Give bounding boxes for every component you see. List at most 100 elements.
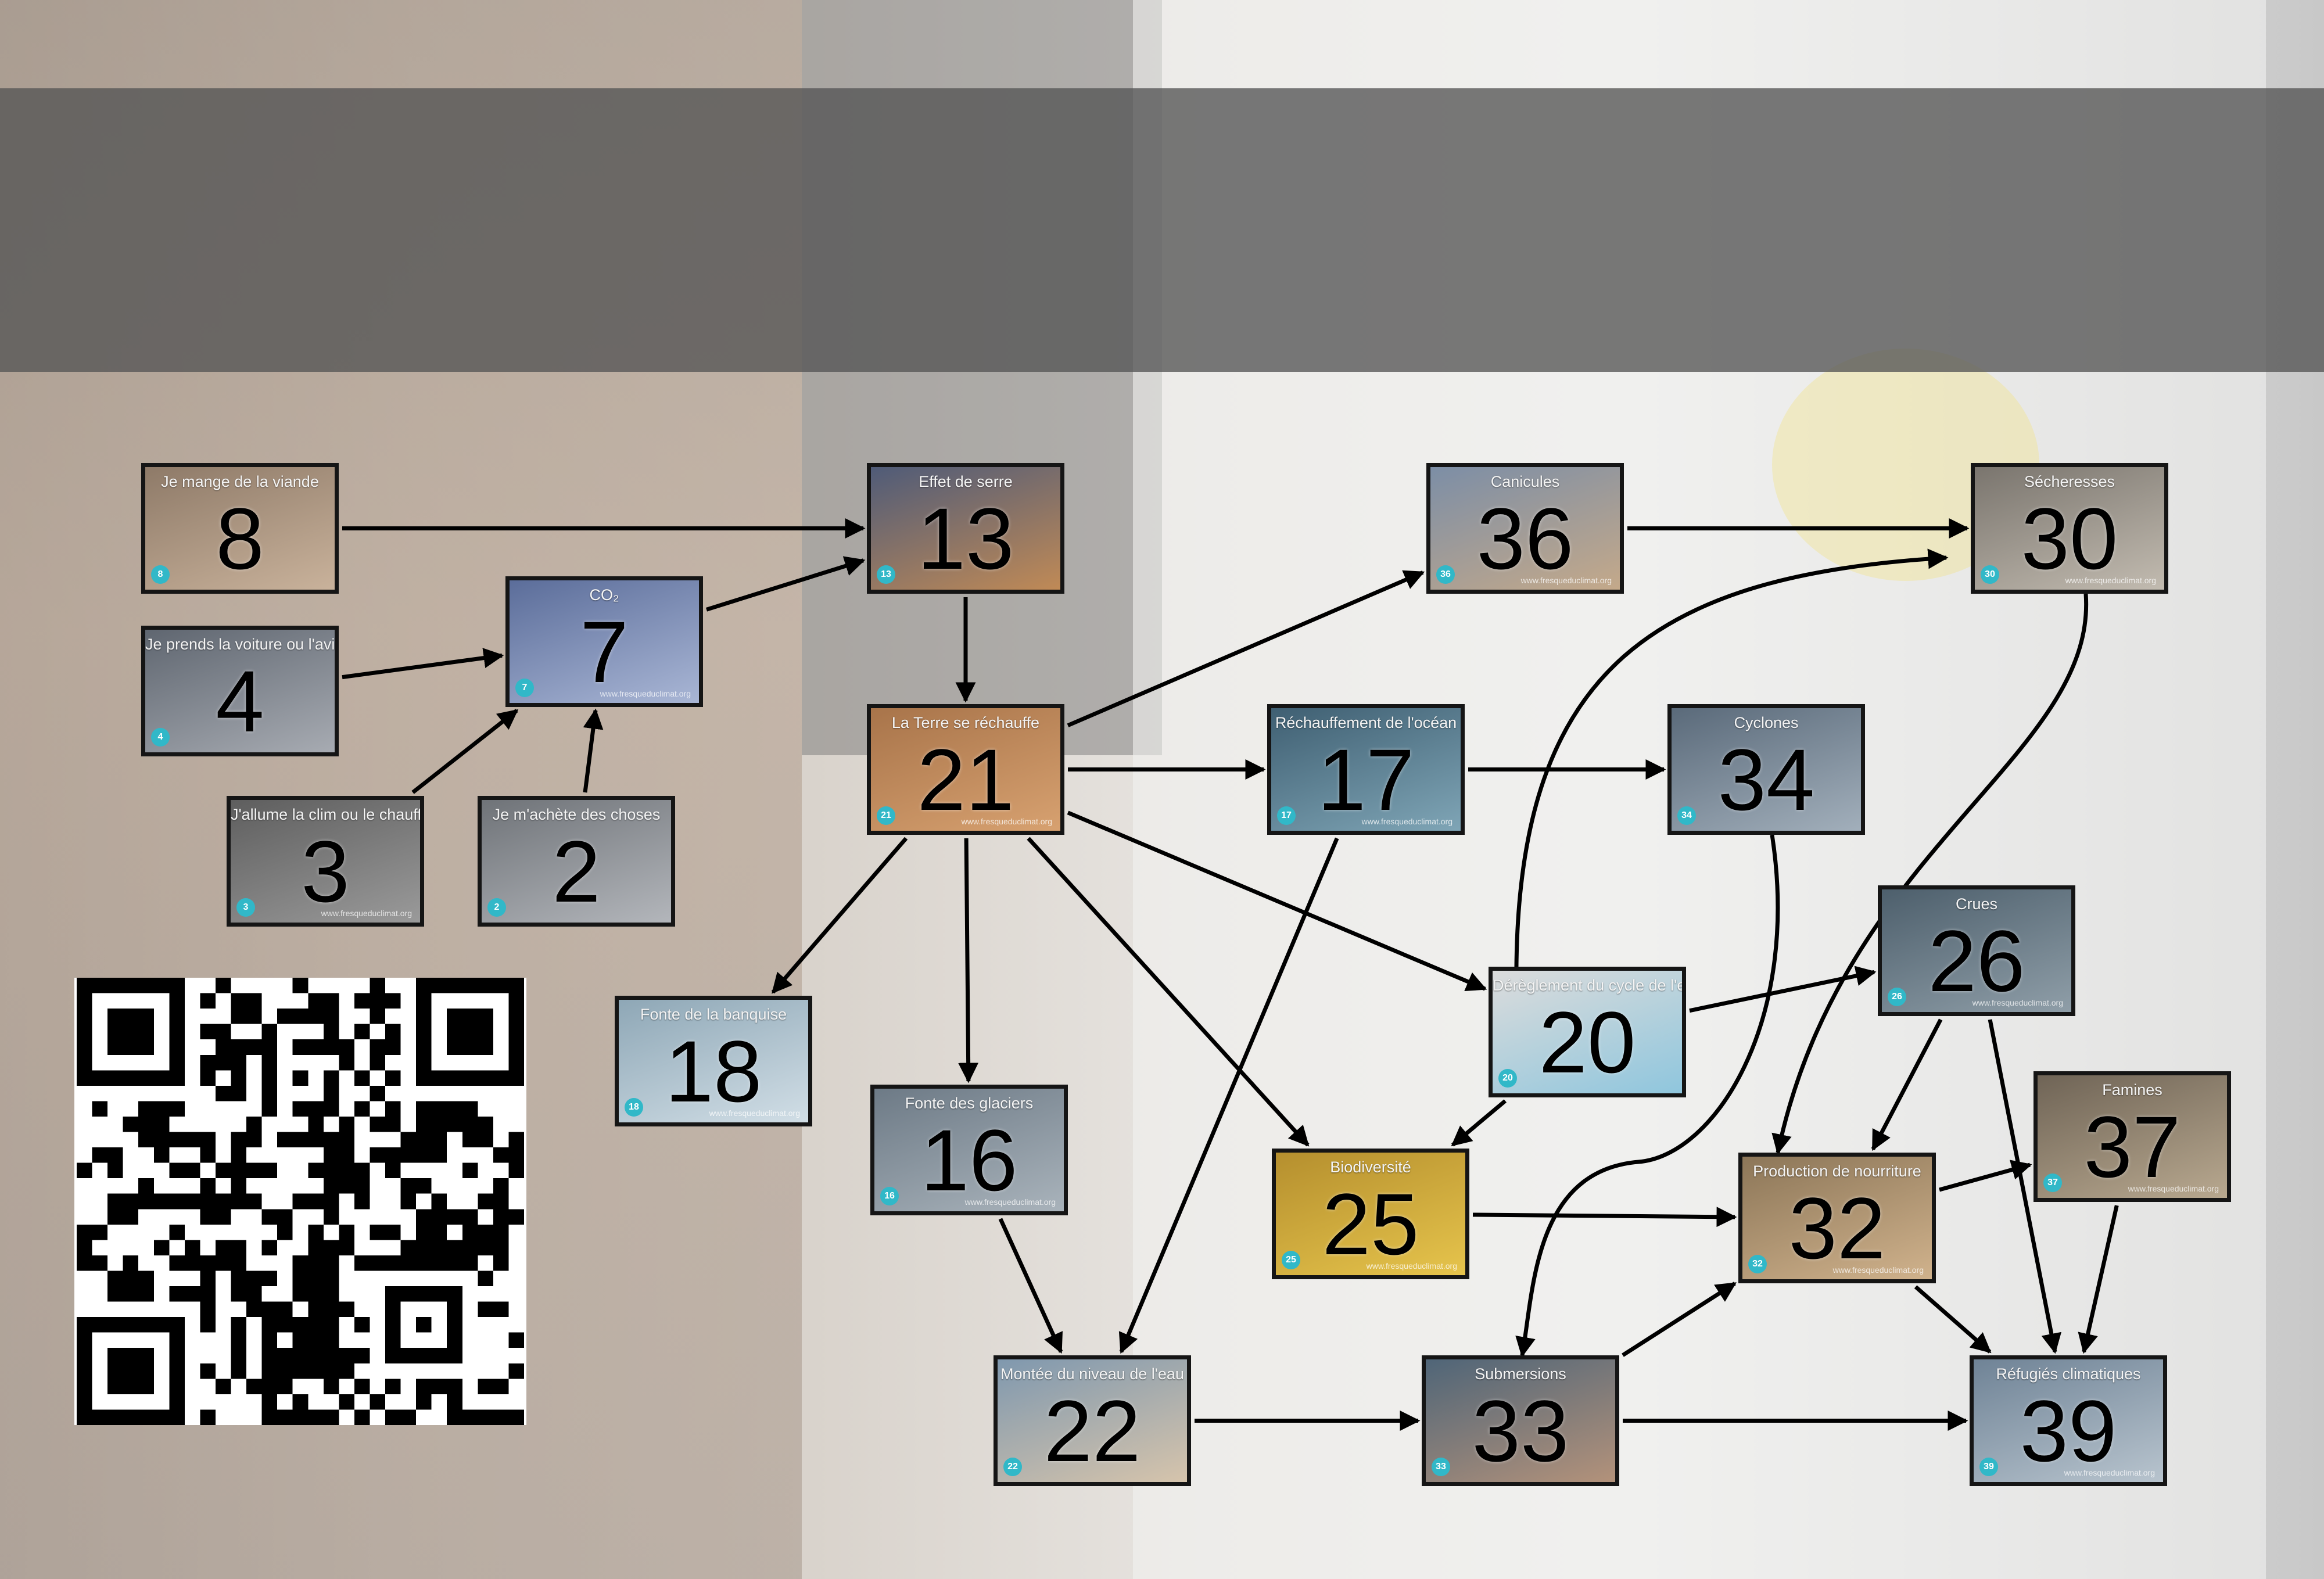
card-number: 21 [917, 731, 1014, 828]
arrow-34-to-33 [1515, 834, 1780, 1358]
card-number: 4 [216, 652, 264, 750]
card-title: Submersions [1475, 1365, 1566, 1383]
card-number: 30 [2021, 490, 2118, 587]
card-footer: www.fresqueduclimat.org [964, 1197, 1056, 1207]
card-footer: www.fresqueduclimat.org [2128, 1184, 2219, 1193]
card-title: Fonte des glaciers [905, 1094, 1034, 1112]
arrow-21-to-20 [1067, 810, 1487, 992]
card-footer: www.fresqueduclimat.org [321, 909, 412, 918]
card-badge-icon: 25 [1282, 1251, 1300, 1269]
card-footer: www.fresqueduclimat.org [1520, 576, 1612, 585]
card-footer: www.fresqueduclimat.org [961, 817, 1052, 826]
card-number: 25 [1322, 1175, 1419, 1273]
card-number: 36 [1476, 490, 1574, 587]
arrow-32-to-39 [1914, 1285, 1992, 1354]
arrow-7-to-13 [705, 556, 866, 612]
card-footer: www.fresqueduclimat.org [1366, 1261, 1457, 1271]
card-number: 26 [1928, 912, 2025, 1010]
card-title: Fonte de la banquise [640, 1006, 787, 1023]
arrow-21-to-18 [771, 837, 908, 994]
arrow-37-to-39 [2078, 1205, 2119, 1354]
card-number: 37 [2083, 1098, 2181, 1196]
card-title: CO₂ [589, 586, 619, 604]
card-title: Effet de serre [919, 473, 1013, 490]
card-badge-icon: 20 [1498, 1069, 1517, 1088]
card-badge-icon: 17 [1277, 806, 1296, 825]
dark-overlay-band [0, 88, 2324, 372]
card-badge-icon: 3 [236, 898, 255, 917]
card-badge-icon: 8 [151, 565, 170, 584]
arrow-25-to-32 [1472, 1207, 1737, 1228]
card-number: 34 [1717, 731, 1815, 828]
card-number: 22 [1043, 1382, 1141, 1480]
card-badge-icon: 30 [1981, 565, 1999, 584]
card-title: Production de nourriture [1753, 1162, 1921, 1180]
card-number: 17 [1317, 731, 1415, 828]
card-title: Je m'achète des choses [492, 806, 661, 823]
card-title: Je prends la voiture ou l'avion [145, 636, 339, 653]
card-number: 7 [580, 603, 629, 701]
card-title: La Terre se réchauffe [891, 714, 1040, 731]
card-3[interactable]: J'allume la clim ou le chauffage33www.fr… [227, 796, 424, 927]
card-number: 33 [1472, 1382, 1569, 1480]
card-title: Biodiversité [1330, 1158, 1411, 1176]
card-footer: www.fresqueduclimat.org [1832, 1265, 1924, 1275]
card-footer: www.fresqueduclimat.org [1361, 817, 1452, 826]
card-footer: www.fresqueduclimat.org [1972, 998, 2063, 1007]
card-number: 2 [552, 823, 601, 920]
card-title: J'allume la clim ou le chauffage [231, 806, 422, 823]
card-number: 13 [917, 490, 1014, 587]
arrow-4-to-7 [342, 648, 504, 680]
arrow-33-to-32 [1622, 1282, 1737, 1357]
card-badge-icon: 26 [1888, 988, 1906, 1006]
card-badge-icon: 13 [877, 565, 895, 584]
qr-code[interactable] [74, 978, 526, 1425]
arrow-26-to-32 [1871, 1018, 1943, 1151]
card-title: Je mange de la viande [161, 473, 319, 490]
arrow-16-to-22 [998, 1218, 1063, 1354]
card-footer: www.fresqueduclimat.org [709, 1108, 800, 1118]
card-badge-icon: 39 [1979, 1458, 1998, 1476]
card-badge-icon: 22 [1003, 1458, 1022, 1476]
arrow-32-to-37 [1939, 1160, 2032, 1192]
card-number: 8 [216, 490, 264, 587]
arrow-2-to-7 [583, 708, 604, 793]
card-number: 32 [1788, 1179, 1886, 1277]
card-title: Sécheresses [2024, 473, 2115, 490]
arrow-30-to-32 [1771, 593, 2089, 1155]
card-title: Montée du niveau de l'eau [1000, 1365, 1184, 1383]
card-title: Réchauffement de l'océan [1275, 714, 1457, 731]
card-footer: www.fresqueduclimat.org [2064, 1468, 2155, 1477]
card-title: Réfugiés climatiques [1996, 1365, 2141, 1383]
card-number: 3 [301, 823, 350, 920]
card-badge-icon: 21 [877, 806, 895, 825]
arrow-26-to-39 [1988, 1019, 2062, 1354]
card-title: Famines [2102, 1081, 2162, 1099]
arrow-20-to-25 [1451, 1099, 1507, 1147]
card-badge-icon: 7 [515, 679, 534, 697]
card-title: Dérèglement du cycle de l'eau [1493, 977, 1686, 994]
card-badge-icon: 33 [1432, 1458, 1450, 1476]
arrow-21-to-36 [1067, 570, 1425, 727]
